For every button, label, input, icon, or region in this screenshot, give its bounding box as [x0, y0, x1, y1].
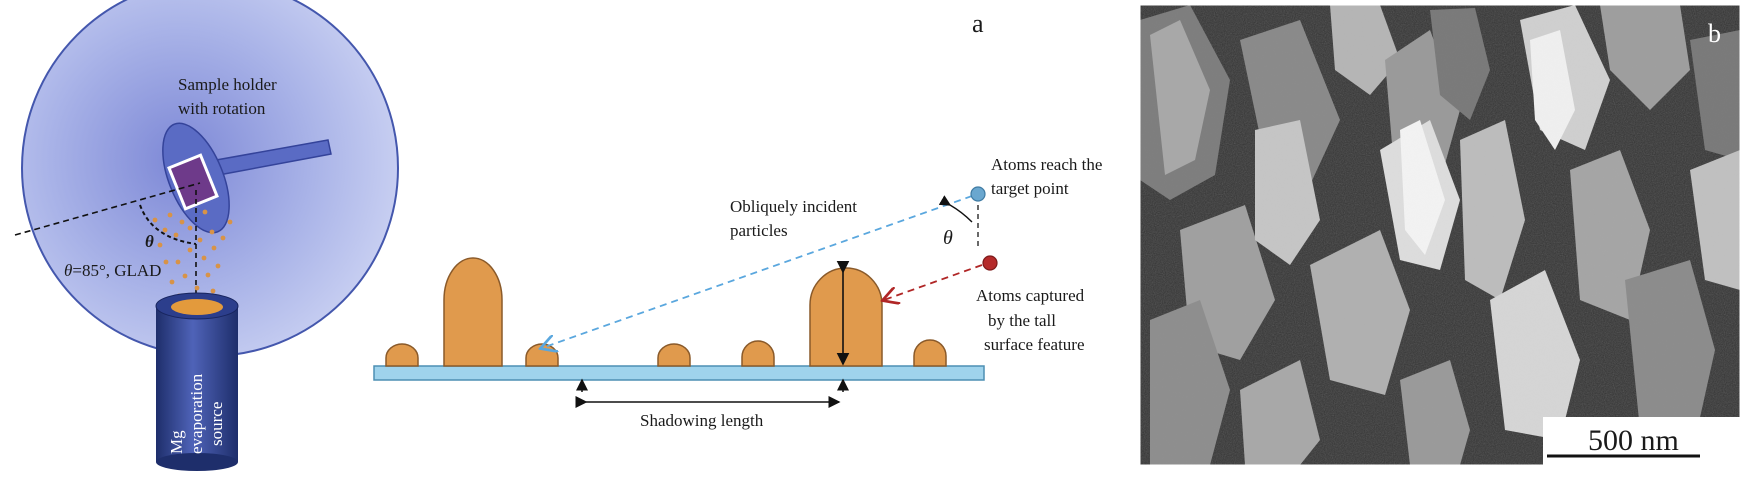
holder-label-line2: with rotation: [178, 99, 266, 118]
target-atom: [970, 186, 986, 202]
angle-label-theta: θ: [64, 261, 72, 280]
angle-label: θ=85°, GLAD: [64, 261, 161, 280]
captured-label-line2: by the tall: [988, 311, 1056, 330]
incidence-theta: θ: [943, 227, 953, 249]
reach-label-line1: Atoms reach the: [991, 155, 1102, 174]
oblique-label-line2: particles: [730, 221, 788, 240]
reach-label-line2: target point: [991, 179, 1069, 198]
sem-micrograph: [1140, 5, 1740, 465]
captured-label-line3: surface feature: [984, 335, 1085, 354]
substrate-normal-line: [14, 182, 201, 236]
source-cylinder-bottom: [156, 453, 238, 471]
feature-tall-2: [809, 267, 883, 367]
sem-frame: [1139, 4, 1741, 466]
incidence-angle-arc: [938, 195, 973, 223]
captured-atom-arrow: [884, 264, 983, 300]
feature-small-1: [385, 343, 419, 367]
source-label-line1: Mg: [167, 430, 186, 454]
feature-small-2: [525, 343, 559, 367]
oblique-incident-arrow: [542, 195, 973, 348]
shadowing-length-label: Shadowing length: [640, 411, 764, 430]
source-label-line3: source: [207, 402, 226, 446]
feature-small-4: [741, 340, 775, 367]
sample-square: [167, 153, 219, 211]
captured-label-line1: Atoms captured: [976, 286, 1085, 305]
captured-atom: [982, 255, 998, 271]
panel-a-letter: a: [972, 9, 984, 38]
feature-small-3: [657, 343, 691, 367]
surface-features: [385, 257, 947, 367]
theta-symbol: θ: [145, 232, 154, 251]
mg-melt: [171, 299, 223, 315]
glad-chamber-diagram: Sample holder with rotation θ θ=85°, GLA…: [14, 0, 399, 471]
feature-small-5: [913, 339, 947, 367]
theta-arc: [139, 204, 197, 245]
panel-b-letter: b: [1708, 19, 1721, 48]
feature-tall-1: [443, 257, 503, 367]
oblique-label-line1: Obliquely incident: [730, 197, 857, 216]
substrate-bar: [373, 365, 985, 381]
source-cylinder-body: [156, 306, 238, 462]
scale-bar-label: 500 nm: [1588, 424, 1679, 457]
source-label-line2: evaporation: [187, 373, 206, 454]
angle-label-rest: =85°, GLAD: [72, 261, 161, 280]
holder-label-line1: Sample holder: [178, 75, 277, 94]
shadowing-schematic: a θ Shadowing length Obliquely incide: [373, 9, 1102, 430]
